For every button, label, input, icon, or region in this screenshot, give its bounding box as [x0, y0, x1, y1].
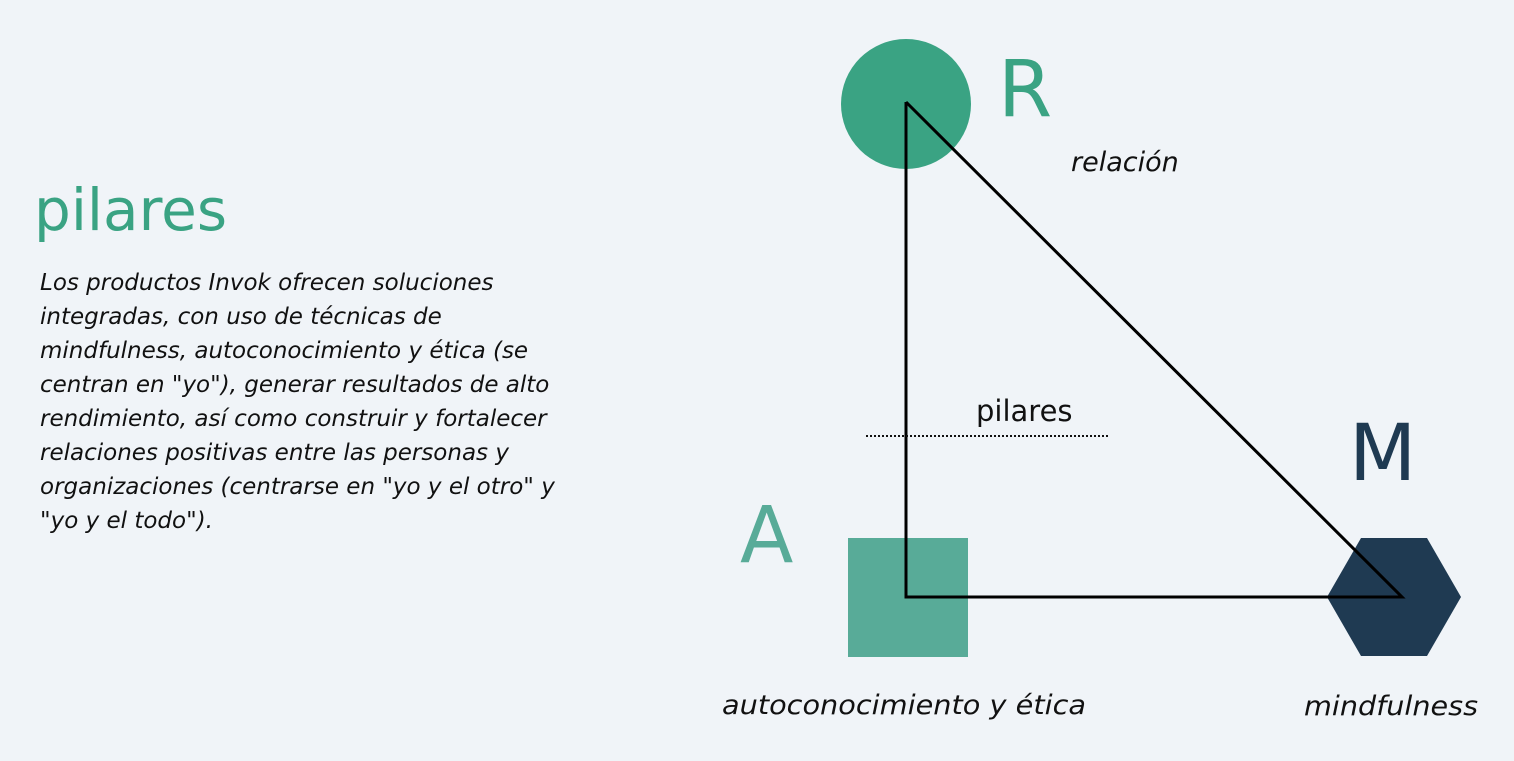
pillar-connector-lines [904, 100, 1406, 599]
relacion-label: relación [1071, 147, 1179, 178]
autoconocimiento-letter: A [740, 491, 793, 581]
description-text: Los productos Invok ofrecen soluciones i… [40, 270, 555, 534]
mindfulness-label: mindfulness [1304, 691, 1478, 722]
center-label: pilares [976, 394, 1073, 428]
page-title: pilares [34, 176, 228, 244]
mindfulness-letter: M [1349, 409, 1416, 499]
autoconocimiento-label: autoconocimiento y ética [722, 690, 1086, 721]
relacion-letter: R [998, 45, 1052, 135]
